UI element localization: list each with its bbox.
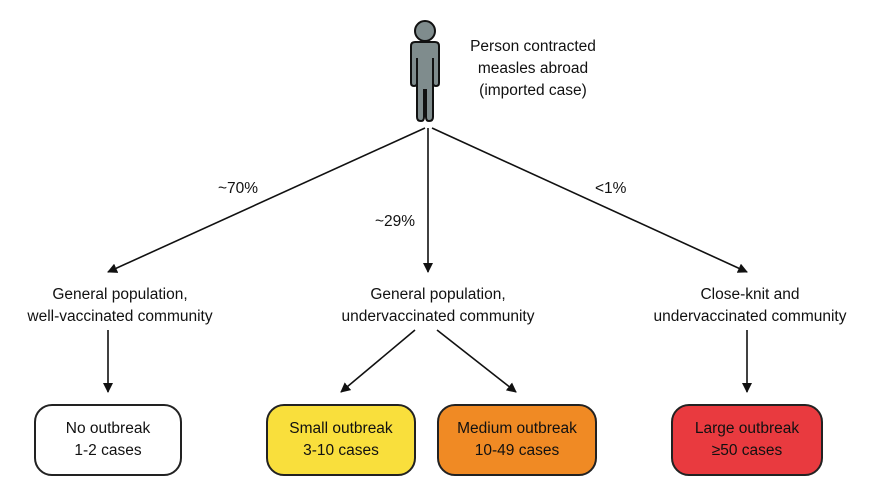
outcome-medium-outbreak: Medium outbreak 10-49 cases [437, 404, 597, 476]
arrow-to-right [431, 127, 748, 273]
pct-left: ~70% [218, 180, 259, 197]
outcome-small-outbreak-cases: 3-10 cases [303, 442, 379, 459]
pct-right: <1% [595, 180, 627, 197]
community-right: Close-knit and undervaccinated community [630, 284, 870, 328]
source-line-3: (imported case) [479, 82, 587, 99]
outcome-large-outbreak-cases: ≥50 cases [711, 442, 783, 459]
community-left-line-1: General population, [52, 286, 188, 303]
arrow-to-left [107, 127, 426, 273]
community-right-line-2: undervaccinated community [653, 308, 847, 325]
outcome-medium-outbreak-title: Medium outbreak [457, 420, 577, 437]
outcome-no-outbreak: No outbreak 1-2 cases [34, 404, 182, 476]
source-line-1: Person contracted [470, 38, 596, 55]
source-label: Person contracted measles abroad (import… [458, 36, 608, 102]
outcome-small-outbreak-title: Small outbreak [289, 420, 393, 437]
outcome-no-outbreak-cases: 1-2 cases [74, 442, 142, 459]
outcome-no-outbreak-title: No outbreak [65, 420, 151, 437]
community-left-line-2: well-vaccinated community [27, 308, 213, 325]
outcome-large-outbreak: Large outbreak ≥50 cases [671, 404, 823, 476]
person-icon [410, 20, 440, 123]
community-middle: General population, undervaccinated comm… [318, 284, 558, 328]
arrow-middle-small [340, 329, 416, 393]
community-right-line-1: Close-knit and [700, 286, 800, 303]
arrow-middle-medium [436, 329, 517, 393]
community-middle-line-2: undervaccinated community [341, 308, 535, 325]
pct-middle: ~29% [375, 213, 416, 230]
source-line-2: measles abroad [477, 60, 589, 77]
community-left: General population, well-vaccinated comm… [0, 284, 240, 328]
outcome-medium-outbreak-cases: 10-49 cases [474, 442, 560, 459]
outcome-small-outbreak: Small outbreak 3-10 cases [266, 404, 416, 476]
outcome-large-outbreak-title: Large outbreak [694, 420, 800, 437]
community-middle-line-1: General population, [370, 286, 506, 303]
